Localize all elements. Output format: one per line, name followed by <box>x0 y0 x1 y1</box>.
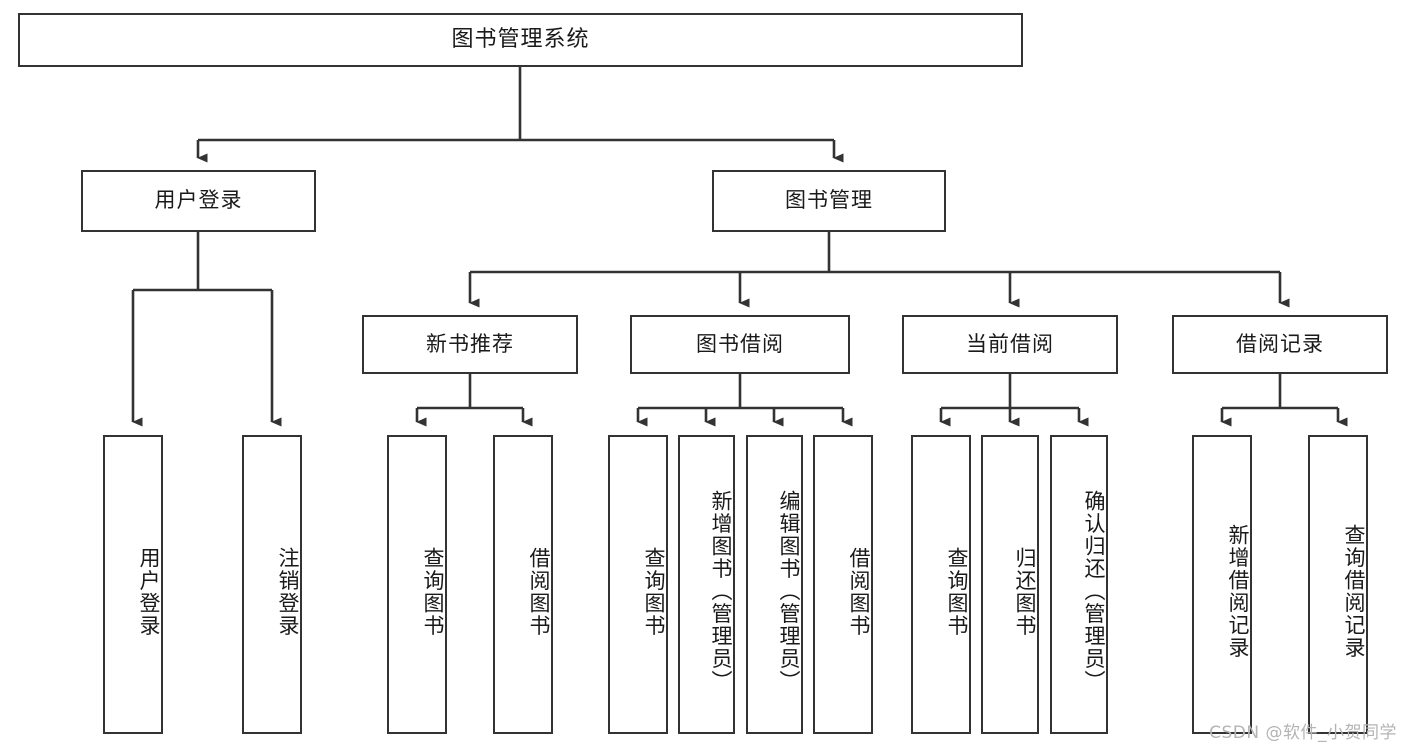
node-label: 用户登录 <box>154 188 243 213</box>
node-label: 借阅图书 <box>847 546 871 637</box>
node-leaf-borrow-book-newbook[interactable]: 借阅图书 <box>493 435 553 734</box>
node-label: 编辑图书（管理员） <box>777 490 801 693</box>
node-label: 图书借阅 <box>696 331 784 356</box>
node-leaf-return-book[interactable]: 归还图书 <box>981 435 1039 734</box>
node-label: 用户登录 <box>137 546 161 637</box>
node-leaf-query-book-current[interactable]: 查询图书 <box>911 435 971 734</box>
node-user-login[interactable]: 用户登录 <box>81 170 316 232</box>
node-book-borrow[interactable]: 图书借阅 <box>630 315 850 374</box>
node-label: 注销登录 <box>276 546 300 637</box>
node-label: 查询图书 <box>945 546 969 637</box>
node-borrow-record[interactable]: 借阅记录 <box>1172 315 1388 374</box>
node-book-management[interactable]: 图书管理 <box>712 170 946 232</box>
node-label: 新增借阅记录 <box>1226 524 1250 659</box>
node-leaf-edit-book-admin[interactable]: 编辑图书（管理员） <box>746 435 803 734</box>
node-label: 借阅图书 <box>527 546 551 637</box>
node-label: 查询借阅记录 <box>1342 524 1366 659</box>
csdn-watermark: CSDN @软件_小贺同学 <box>1209 723 1397 743</box>
node-label: 当前借阅 <box>966 331 1054 356</box>
node-leaf-query-borrow-record[interactable]: 查询借阅记录 <box>1308 435 1368 734</box>
node-label: 借阅记录 <box>1236 331 1324 356</box>
node-leaf-add-borrow-record[interactable]: 新增借阅记录 <box>1192 435 1252 734</box>
node-new-book-recommend[interactable]: 新书推荐 <box>362 315 578 374</box>
node-leaf-query-book-newbook[interactable]: 查询图书 <box>387 435 447 734</box>
node-current-borrow[interactable]: 当前借阅 <box>902 315 1118 374</box>
node-label: 图书管理 <box>785 188 873 213</box>
node-leaf-user-login[interactable]: 用户登录 <box>103 435 163 734</box>
node-leaf-borrow-book[interactable]: 借阅图书 <box>813 435 873 734</box>
node-label: 确认归还（管理员） <box>1082 490 1106 693</box>
node-leaf-confirm-return-admin[interactable]: 确认归还（管理员） <box>1050 435 1108 734</box>
node-label: 新书推荐 <box>426 331 514 356</box>
node-root-book-management-system[interactable]: 图书管理系统 <box>18 13 1023 67</box>
node-label: 查询图书 <box>642 546 666 637</box>
node-leaf-add-book-admin[interactable]: 新增图书（管理员） <box>678 435 735 734</box>
node-leaf-logout[interactable]: 注销登录 <box>242 435 302 734</box>
node-label: 查询图书 <box>421 546 445 637</box>
node-label: 新增图书（管理员） <box>709 490 733 693</box>
node-label: 归还图书 <box>1013 546 1037 637</box>
node-label: 图书管理系统 <box>451 26 590 52</box>
node-leaf-query-book-borrow[interactable]: 查询图书 <box>608 435 668 734</box>
